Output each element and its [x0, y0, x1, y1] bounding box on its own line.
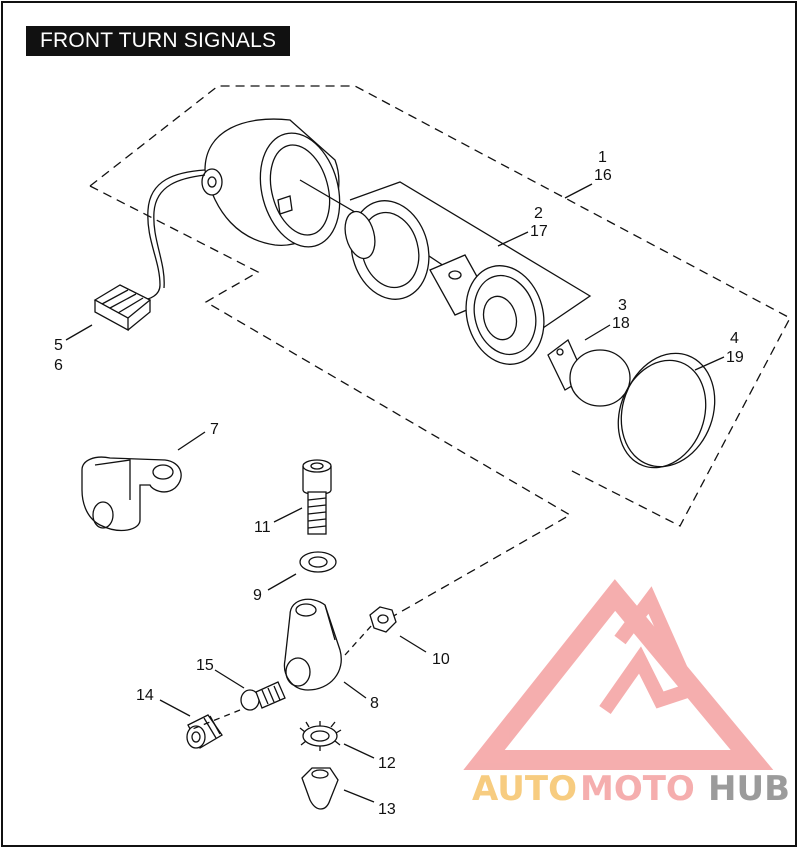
leader-lines: [65, 183, 725, 803]
callout-12: 12: [378, 755, 396, 772]
assembly-outline-left: [89, 185, 572, 619]
watermark-triangle-icon: [463, 579, 774, 770]
callout-1: 1: [598, 149, 607, 166]
callout-5: 5: [54, 337, 63, 354]
callout-19: 19: [726, 349, 744, 366]
set-screw: [240, 681, 286, 711]
bulb-socket: [429, 254, 545, 365]
callout-15: 15: [196, 657, 214, 674]
page-title: FRONT TURN SIGNALS: [26, 26, 291, 56]
bulb: [547, 338, 631, 407]
watermark-text-hub: HUB: [708, 769, 790, 809]
callout-16: 16: [594, 167, 612, 184]
socket-outline: [349, 181, 592, 331]
lock-washer: [299, 721, 342, 751]
wire-connector: [93, 284, 152, 332]
callout-4: 4: [730, 330, 739, 347]
callout-11: 11: [254, 519, 271, 536]
callout-labels: 1 16 2 17 3 18 4 19 5 6 7 11 9 10 8 15 1…: [54, 149, 744, 818]
callout-3: 3: [618, 297, 627, 314]
turn-signal-housing: [201, 118, 341, 248]
washer: [299, 551, 337, 573]
callout-8: 8: [370, 695, 379, 712]
callout-18: 18: [612, 315, 630, 332]
bolt: [302, 459, 332, 535]
lens: [617, 352, 716, 469]
watermark-logo: AUTO MOTO HUB: [463, 579, 790, 809]
gasket: [344, 200, 430, 300]
callout-14: 14: [136, 687, 154, 704]
watermark-text-moto: MOTO: [580, 769, 695, 809]
callout-10: 10: [432, 651, 450, 668]
nut: [369, 606, 397, 633]
watermark-text-auto: AUTO: [472, 769, 577, 809]
callout-7: 7: [210, 421, 219, 438]
wire: [139, 169, 206, 301]
callout-2: 2: [534, 205, 543, 222]
callout-9: 9: [253, 587, 262, 604]
callout-13: 13: [378, 801, 396, 818]
mounting-bracket: [81, 456, 182, 532]
acorn-nut: [301, 767, 339, 810]
callout-17: 17: [530, 223, 548, 240]
assembly-outline: [89, 85, 791, 527]
clamp: [283, 598, 342, 691]
knurled-nut: [186, 714, 223, 749]
callout-6: 6: [54, 357, 63, 374]
wire-2: [153, 174, 206, 289]
